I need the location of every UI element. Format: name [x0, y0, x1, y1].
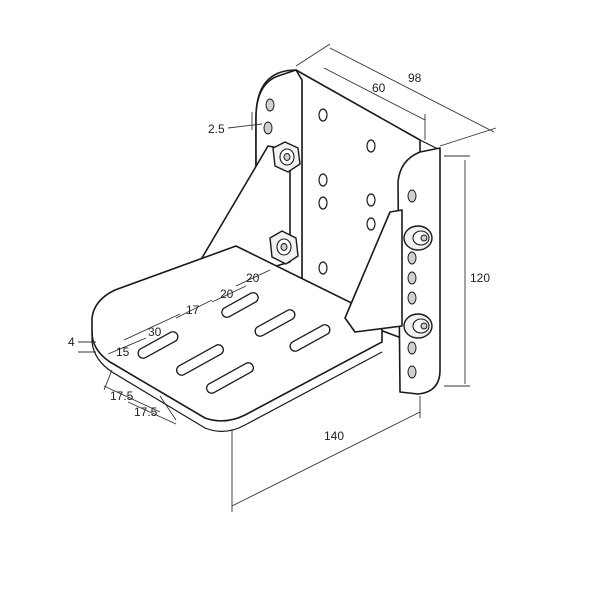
- dim-140-label: 140: [324, 429, 344, 443]
- dim-15-label: 15: [116, 345, 130, 359]
- dim-line-60: [323, 67, 426, 121]
- side-hole: [263, 121, 273, 135]
- back-hole: [366, 139, 376, 153]
- dim-60-label: 60: [372, 81, 386, 95]
- dim-98-label: 98: [408, 71, 422, 85]
- right-gusset: [344, 209, 403, 333]
- side-hole: [407, 291, 417, 305]
- dim-line-20a: [211, 285, 247, 303]
- slot: [205, 362, 255, 394]
- back-hole: [318, 173, 328, 187]
- dim-30-label: 30: [148, 325, 162, 339]
- side-hole: [265, 98, 275, 112]
- dim-line-140: [231, 411, 421, 507]
- dim-line-98: [329, 47, 495, 133]
- ext-line: [439, 127, 497, 147]
- dim-2-5-label: 2.5: [208, 122, 225, 136]
- ext-line: [295, 43, 331, 67]
- nut-lower-right: [403, 313, 433, 339]
- slot: [289, 324, 331, 352]
- ext-line: [159, 395, 177, 421]
- dim-17-label: 17: [186, 303, 200, 317]
- dim-120-label: 120: [470, 271, 490, 285]
- slot: [175, 344, 225, 376]
- foot-plate: [91, 245, 383, 422]
- back-hole: [318, 196, 328, 210]
- side-hole: [407, 365, 417, 379]
- nut-upper-left: [272, 141, 301, 173]
- dim-line-17-5b: [127, 401, 177, 425]
- dim-17-5a-label: 17.5: [110, 389, 134, 403]
- right-side-strip: [397, 147, 441, 395]
- back-hole: [318, 108, 328, 122]
- dim-line-30: [123, 313, 181, 341]
- dim-20a-label: 20: [220, 287, 234, 301]
- dim-line-17-5a: [103, 385, 161, 413]
- dim-line-15: [107, 337, 147, 355]
- back-hole: [366, 217, 376, 231]
- dim-line-2-5: [227, 123, 263, 129]
- slot: [137, 331, 179, 359]
- dim-17-5b-label: 17.5: [134, 405, 158, 419]
- side-hole: [407, 251, 417, 265]
- dim-line-20b: [235, 269, 271, 287]
- nut-upper-right: [403, 225, 433, 251]
- side-hole: [407, 271, 417, 285]
- dim-4-label: 4: [68, 335, 75, 349]
- ext-line: [103, 369, 113, 391]
- side-hole: [407, 189, 417, 203]
- dim-20b-label: 20: [246, 271, 260, 285]
- back-hole: [318, 261, 328, 275]
- slot: [221, 292, 259, 318]
- dim-line-17: [175, 299, 213, 319]
- back-hole: [366, 193, 376, 207]
- nut-lower-left: [269, 230, 299, 265]
- side-hole: [407, 341, 417, 355]
- slot: [254, 309, 296, 337]
- foot-plate-thickness: [91, 332, 383, 432]
